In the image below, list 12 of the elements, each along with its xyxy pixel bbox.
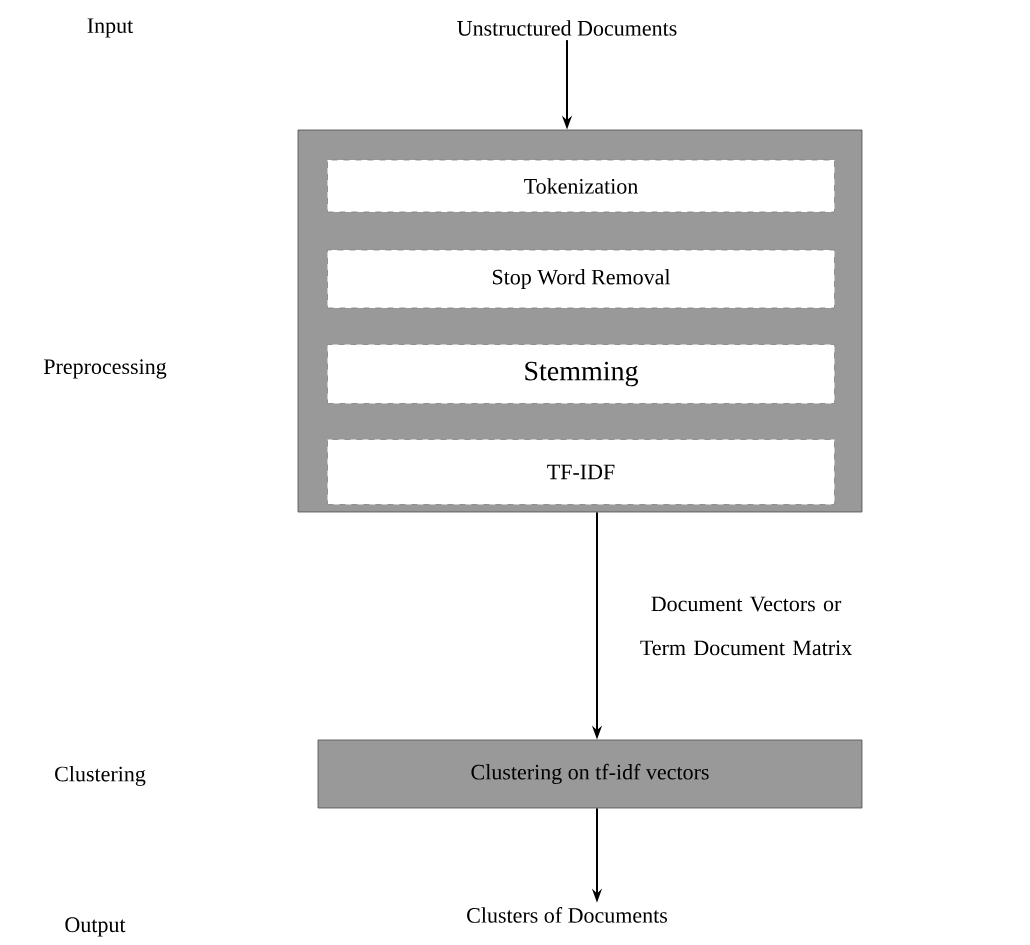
node-text: Clusters of Documents bbox=[467, 907, 667, 923]
step-box: Tokenization bbox=[327, 159, 835, 213]
step-box: Stop Word Removal bbox=[327, 249, 835, 309]
stage-label: Clustering bbox=[55, 766, 146, 786]
step-box: TF-IDF bbox=[327, 439, 835, 505]
stage-label: Output bbox=[65, 917, 126, 937]
process-box: Clustering on tf-idf vectors bbox=[317, 739, 863, 809]
node-text: Unstructured Documents bbox=[457, 20, 677, 36]
edge-label: Document Vectors or Term Document Matrix bbox=[640, 596, 852, 656]
stage-label: Input bbox=[87, 18, 134, 38]
step-box: Stemming bbox=[327, 344, 835, 404]
stage-label: Preprocessing bbox=[43, 359, 167, 379]
